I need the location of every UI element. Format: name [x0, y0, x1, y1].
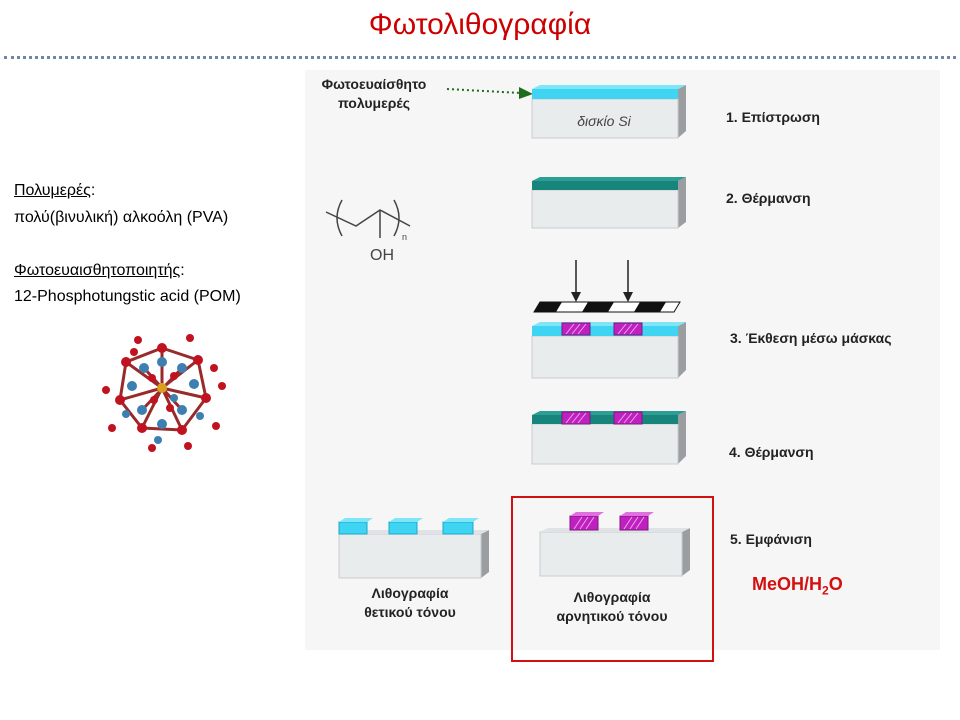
negative-tone-wafer-diagram: [539, 512, 690, 577]
photosensitive-polymer-label-line2: πολυμερές: [337, 95, 411, 111]
positive-tone-label-line1: Λιθογραφία: [371, 585, 449, 601]
step4-label: 4. Θέρμανση: [729, 444, 814, 460]
step3-exposure-diagram: [531, 260, 686, 379]
developer-subscript: 2: [822, 583, 829, 598]
sensitizer-heading-line: Φωτοευαισθητοποιητής:: [14, 260, 185, 281]
developer-main: MeOH/H: [752, 574, 823, 594]
pom-molecule-image: [102, 334, 226, 452]
polymer-heading-line: Πολυμερές:: [14, 180, 95, 201]
photosensitive-polymer-label: Φωτοευαίσθητο πολυμερές: [304, 75, 444, 113]
pva-left-bracket: [336, 199, 343, 237]
negative-tone-label-line2: αρνητικού τόνου: [556, 608, 668, 624]
pva-oh-label: OH: [370, 247, 394, 264]
step3-label: 3. Έκθεση μέσω μάσκας: [730, 330, 892, 346]
polymer-heading: Πολυμερές: [14, 182, 91, 199]
pva-right-bracket: [393, 199, 400, 237]
polymer-colon: :: [90, 182, 96, 199]
wafer-label: δισκίο Si: [577, 113, 631, 129]
negative-tone-label-line1: Λιθογραφία: [573, 589, 651, 605]
positive-tone-wafer-diagram: [338, 518, 489, 579]
developer-tail: O: [828, 574, 843, 594]
negative-tone-label: Λιθογραφία αρνητικού τόνου: [536, 588, 688, 626]
pva-structure-diagram: n OH: [325, 199, 411, 264]
sensitizer-heading: Φωτοευαισθητοποιητής: [14, 262, 181, 279]
step2-wafer-diagram: [531, 177, 686, 229]
positive-tone-label: Λιθογραφία θετικού τόνου: [335, 584, 485, 622]
negative-tone-highlight-box: [511, 496, 714, 662]
polymer-name: πολύ(βινυλική) αλκοόλη (PVA): [14, 209, 229, 226]
sensitizer-colon: :: [180, 262, 185, 279]
dotted-arrow: [446, 87, 533, 99]
step5-label: 5. Εμφάνιση: [730, 531, 812, 547]
step4-wafer-diagram: [531, 411, 686, 465]
page-title: Φωτολιθογραφία: [368, 8, 592, 41]
step2-label: 2. Θέρμανση: [726, 190, 811, 206]
step1-wafer-diagram: δισκίο Si: [531, 85, 686, 139]
developer-label: MeOH/H2O: [752, 574, 843, 598]
photosensitive-polymer-label-line1: Φωτοευαίσθητο: [321, 76, 427, 92]
positive-tone-label-line2: θετικού τόνου: [364, 604, 456, 620]
sensitizer-name: 12-Phosphotungstic acid (POM): [14, 288, 241, 305]
title-divider: [4, 56, 956, 59]
pva-subscript-n: n: [402, 232, 407, 242]
pva-backbone: [325, 209, 411, 227]
step1-label: 1. Επίστρωση: [726, 109, 820, 125]
